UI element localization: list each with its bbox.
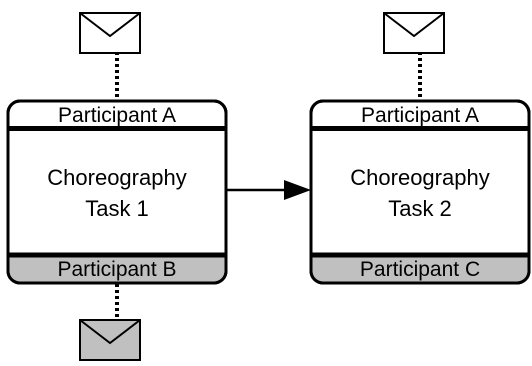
sequence-flow-arrow[interactable] (226, 180, 311, 200)
task-2-bottom-participant: Participant C (360, 258, 480, 281)
envelope-icon (79, 319, 141, 361)
task-2-top-participant: Participant A (361, 104, 479, 127)
message-task-1-bottom[interactable] (79, 284, 141, 361)
arrowhead-icon (284, 180, 311, 200)
task-1-bottom-band (9, 256, 225, 282)
message-task-1-top[interactable] (79, 12, 141, 100)
task-2-name-line1: Choreography (350, 165, 489, 190)
message-task-2-top[interactable] (383, 12, 445, 100)
task-1-name-line2: Task 1 (85, 196, 149, 221)
task-2-outline (309, 99, 531, 285)
task-2-name-line2: Task 2 (388, 196, 452, 221)
task-1-top-participant: Participant A (58, 104, 176, 127)
choreography-task-1[interactable]: Participant A Choreography Task 1 Partic… (6, 99, 228, 285)
task-1-outline (6, 99, 228, 285)
envelope-icon (383, 12, 445, 54)
choreography-task-2[interactable]: Participant A Choreography Task 2 Partic… (309, 99, 531, 285)
envelope-icon (79, 12, 141, 54)
task-2-bottom-band (312, 256, 528, 282)
task-1-name-line1: Choreography (47, 165, 186, 190)
task-1-bottom-participant: Participant B (57, 258, 176, 281)
